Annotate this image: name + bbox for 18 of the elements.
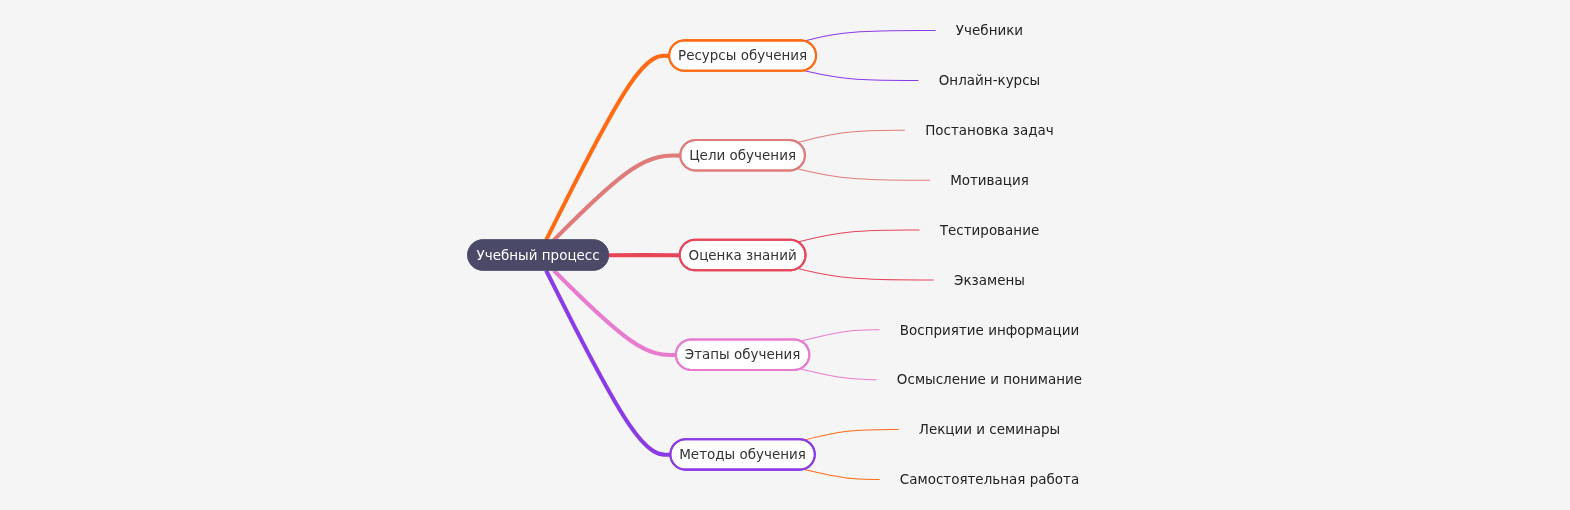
node-text: Тестирование [939,221,1040,239]
connector [544,269,671,457]
connector [803,468,881,480]
connector [797,268,935,281]
connector [797,168,931,181]
mind-map-drawing: Учебный процесс Ресурсы обучения Учебники Онлайн-курсы Цели обучения Постановка задач Мотивация Оценка знаний Тестирование Экзамены Этапы обучения Восприятие информации Осмысление и понимание Методы обучения Лекции и семинары Самостоятельная работа [10,5,1560,505]
node-text: Постановка задач [925,122,1054,139]
connector [797,229,921,243]
node-text: Учебники [955,22,1024,39]
node-text: Экзамены [954,271,1025,289]
node-text: Восприятие информации [899,321,1080,338]
node-text: Лекции и семинары [918,421,1061,438]
connector [800,368,878,381]
connector [800,329,881,342]
node-text: Мотивация [950,172,1029,189]
node-text: Онлайн-курсы [938,72,1041,89]
node-text: Самостоятельная работа [899,471,1080,488]
node-text: Осмысление и понимание [896,371,1083,388]
